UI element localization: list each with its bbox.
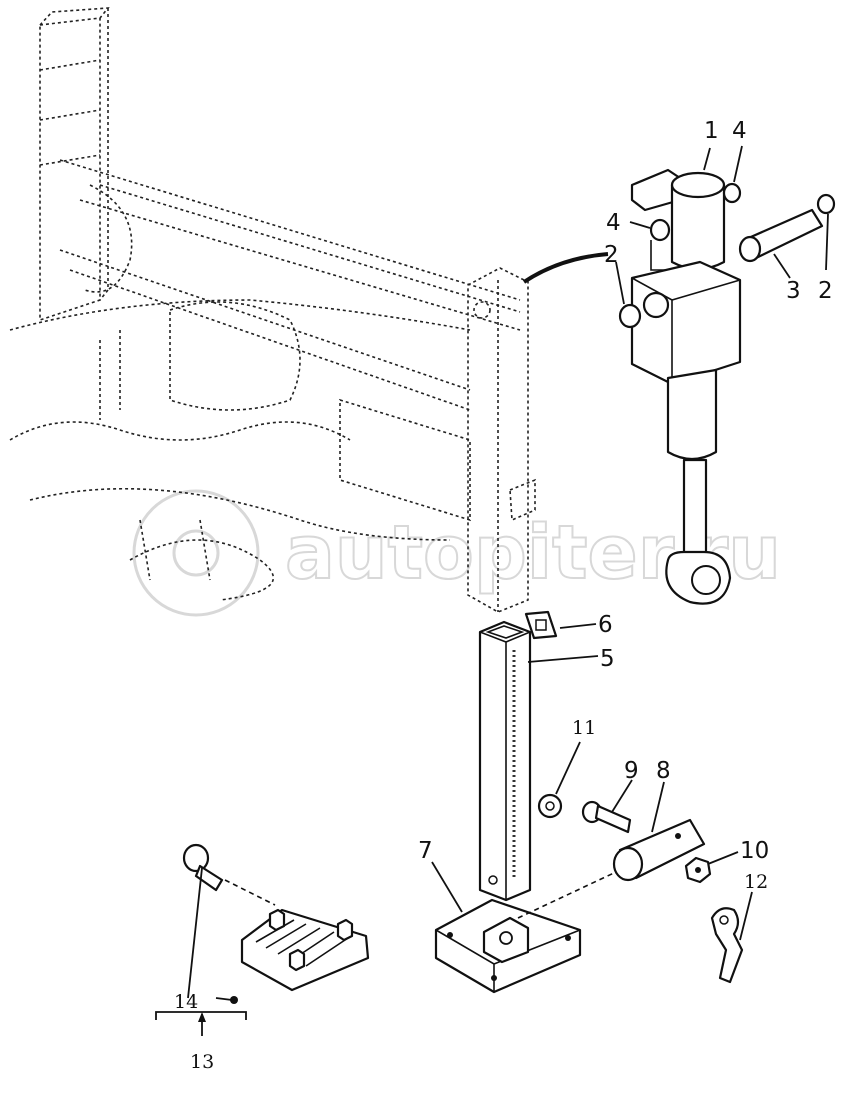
callout-1: 1 xyxy=(704,118,719,144)
callout-2-left: 2 xyxy=(604,242,619,268)
cylinder-block xyxy=(630,260,742,386)
callout-11: 11 xyxy=(572,717,596,739)
cylinder-barrel xyxy=(666,368,718,461)
callout-10: 10 xyxy=(740,838,769,864)
right-upright xyxy=(467,267,529,613)
callout-3: 3 xyxy=(786,278,801,304)
pin-3 xyxy=(738,208,824,263)
watermark-logo-ring xyxy=(132,489,260,617)
callout-4-mid: 4 xyxy=(606,210,621,236)
foot-pad-13 xyxy=(230,908,370,1004)
clip-ring-2b xyxy=(816,193,836,215)
callout-labels: 1 4 4 2 2 3 6 5 11 9 8 7 10 12 14 13 xyxy=(174,118,833,1073)
callout-7: 7 xyxy=(418,838,433,864)
callout-6: 6 xyxy=(598,612,613,638)
lock-clip-12 xyxy=(710,907,744,984)
callout-12: 12 xyxy=(744,871,768,893)
side-box xyxy=(339,398,471,522)
lock-pin-14 xyxy=(182,843,224,892)
callout-8: 8 xyxy=(656,758,671,784)
sleeve-8 xyxy=(612,818,706,882)
callout-2-right: 2 xyxy=(818,278,833,304)
nut-10 xyxy=(684,856,712,884)
bracket-13 xyxy=(155,1011,247,1020)
callout-14: 14 xyxy=(174,991,198,1013)
leg-tube-5 xyxy=(478,620,532,902)
watermark-logo-core xyxy=(172,529,220,577)
lower-beam xyxy=(59,249,471,411)
cylinder-rod xyxy=(682,458,708,562)
retaining-ring-4a xyxy=(722,182,742,204)
base-plate-7 xyxy=(434,898,582,994)
washer-11 xyxy=(537,793,563,819)
upper-beam xyxy=(59,159,521,331)
clip-ring-2a xyxy=(618,291,670,329)
callout-13: 13 xyxy=(190,1051,214,1073)
bolt-9 xyxy=(581,800,632,834)
plate-6 xyxy=(524,610,558,640)
hydraulic-hose xyxy=(522,252,609,284)
round-housing xyxy=(169,301,301,411)
callout-5: 5 xyxy=(600,646,615,672)
callout-9: 9 xyxy=(624,758,639,784)
callout-4-top: 4 xyxy=(732,118,747,144)
frame-structure-dashed xyxy=(9,7,536,613)
retaining-ring-4b xyxy=(649,218,671,271)
leader-lines xyxy=(155,145,829,1036)
